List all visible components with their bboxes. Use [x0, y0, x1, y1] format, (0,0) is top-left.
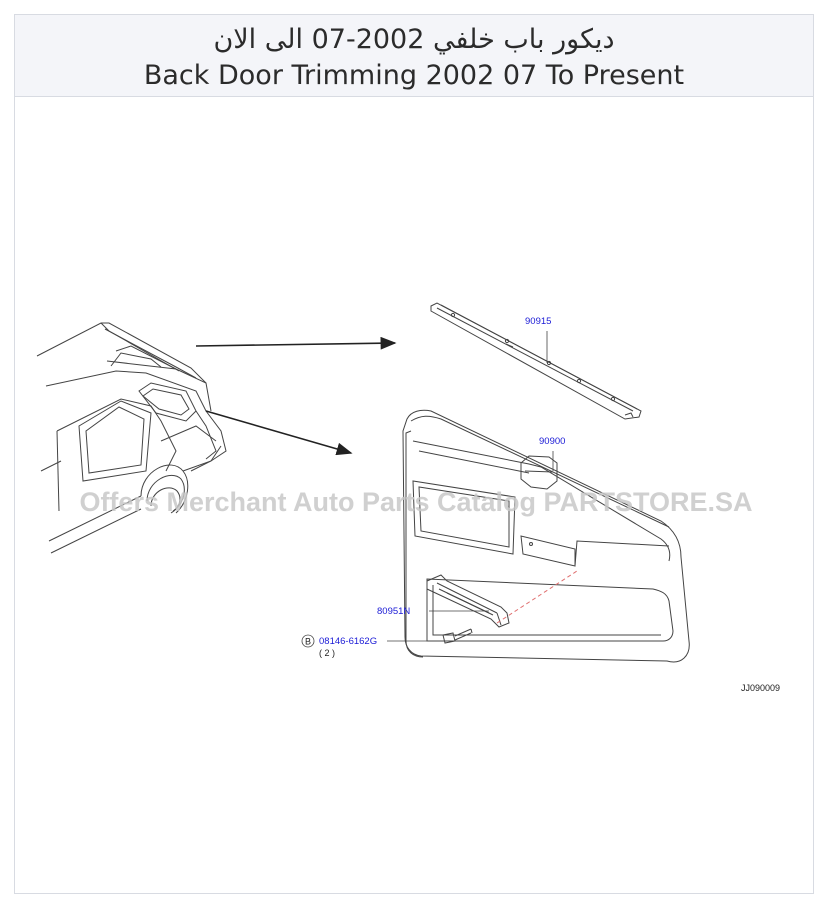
pointer-arrow-upper — [195, 336, 397, 350]
vehicle-sketch — [36, 322, 227, 554]
bolt-quantity: ( 2 ) — [319, 648, 335, 658]
catalog-watermark: Offers Merchant Auto Parts Catalog PARTS… — [79, 487, 752, 517]
bolt-part — [442, 628, 473, 644]
page-title-arabic: ديكور باب خلفي 2002-07 الى الان — [213, 24, 615, 55]
page-title-english: Back Door Trimming 2002 07 To Present — [143, 60, 685, 91]
parts-diagram: Offers Merchant Auto Parts Catalog PARTS… — [36, 302, 780, 693]
assembly-dash-line — [496, 570, 578, 624]
door-panel-part — [402, 409, 690, 663]
diagram-frame: ديكور باب خلفي 2002-07 الى الان Back Doo… — [14, 14, 814, 894]
handle-part — [426, 574, 510, 628]
figure-id: JJ090009 — [741, 683, 780, 693]
part-label-bolt[interactable]: 08146-6162G — [319, 636, 377, 647]
part-label-80951n[interactable]: 80951N — [377, 606, 410, 617]
trim-strip-part — [430, 302, 642, 420]
page-header: ديكور باب خلفي 2002-07 الى الان Back Doo… — [15, 15, 813, 97]
part-label-90915[interactable]: 90915 — [525, 316, 551, 327]
part-label-90900[interactable]: 90900 — [539, 436, 565, 447]
bolt-marker-letter: B — [305, 637, 311, 647]
bolt-marker-circle — [301, 634, 315, 648]
pointer-arrow-lower — [205, 410, 353, 456]
